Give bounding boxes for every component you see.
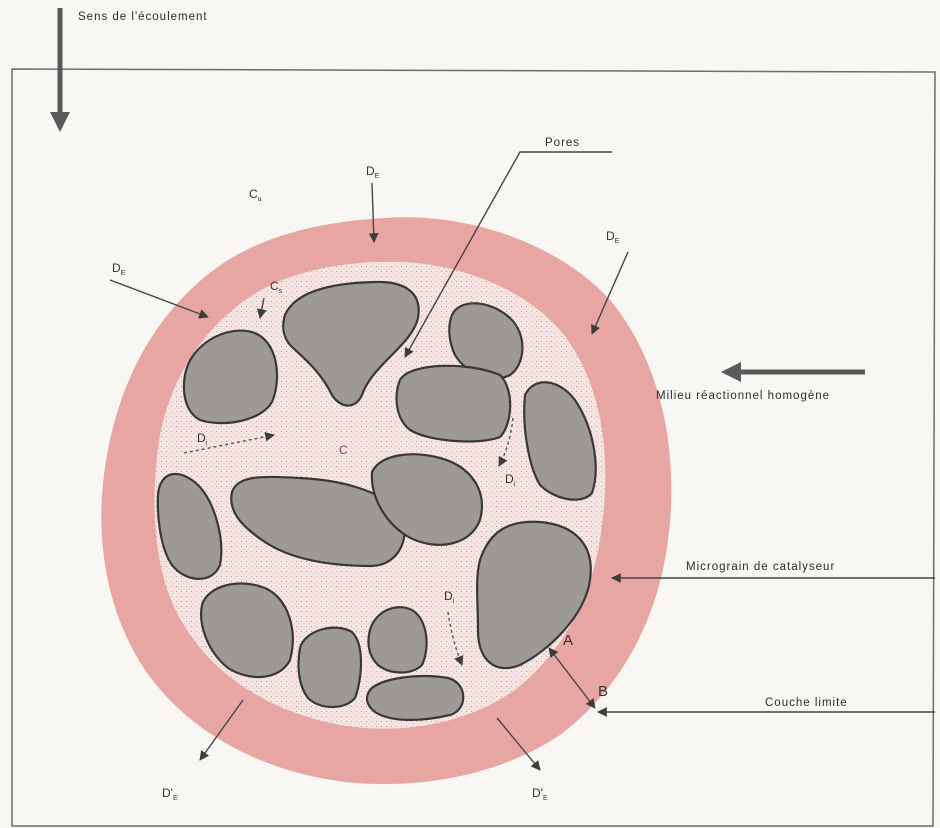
grain <box>397 366 511 442</box>
internal-concentration-symbol: C <box>339 443 348 457</box>
external-diffusion-symbol-top: DE <box>366 164 380 180</box>
catalyst-micrograin-label: Micrograin de catalyseur <box>686 561 835 573</box>
bulk-concentration-symbol: Cu <box>249 187 262 203</box>
boundary-layer-label: Couche limite <box>765 697 848 709</box>
external-diffusion-symbol-right: DE <box>606 229 620 245</box>
point-b-label: B <box>598 683 608 700</box>
external-diffusion-symbol-left: DE <box>112 261 126 277</box>
grain <box>299 628 361 707</box>
flow-direction-label: Sens de l'écoulement <box>78 11 208 23</box>
outward-diffusion-symbol-left: D'E <box>162 786 178 802</box>
point-a-label: A <box>563 632 573 649</box>
outward-diffusion-symbol-right: D'E <box>532 786 548 802</box>
grain <box>367 676 463 720</box>
homogeneous-medium-label: Milieu réactionnel homogène <box>656 390 830 402</box>
pores-label: Pores <box>545 137 580 149</box>
grain <box>369 607 427 672</box>
